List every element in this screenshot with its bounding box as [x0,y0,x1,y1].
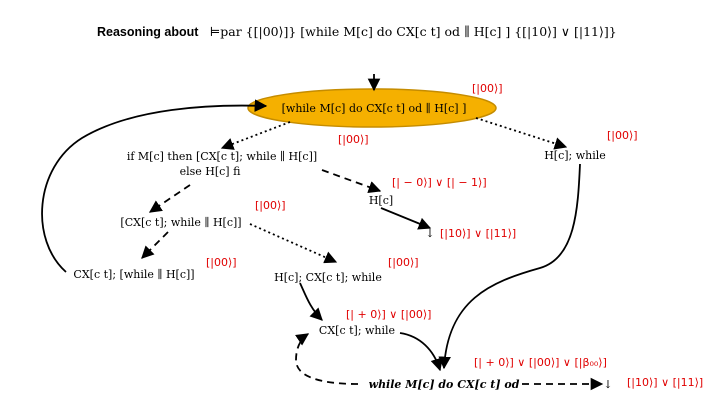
label-root: [|00⟩] [472,82,503,95]
edge-cx-while-to-while-loop [399,332,443,372]
title-formula: ⊨par {[|00⟩]} [while M[c] do CX[c t] od … [210,24,617,39]
node-if-line2: else H[c] fi [180,165,242,178]
edge-if-to-hc [321,169,382,194]
node-if-line1: if M[c] then [CX[c t]; while ∥ H[c]] [127,150,317,163]
label-cx-loop: [|00⟩] [206,256,237,269]
node-cx-loop: CX[c t]; [while ∥ H[c]] [73,268,194,281]
edge-cx-loop-to-root [41,99,268,273]
edge-hc-cx-while-to-cx-while [299,282,323,321]
edge-root-to-hc-while [475,117,568,150]
label-hc-cx-while: [|00⟩] [388,256,419,269]
edge-while-loop-to-cx-while [295,333,359,385]
edge-if-to-cx-par [148,184,191,213]
label-terminal-b: [|10⟩] ∨ [|11⟩] [627,376,703,389]
node-hc-while: H[c]; while [544,149,606,162]
label-hc: [| − 0⟩] ∨ [| − 1⟩] [392,176,487,189]
edge-cx-par-to-hc-cx-while [249,223,338,264]
title-prefix: Reasoning about [97,25,199,39]
edge-hc-while-to-while-loop [438,163,581,370]
label-terminal-a: [|10⟩] ∨ [|11⟩] [440,227,516,240]
node-terminal-b: ↓ [603,378,612,391]
node-terminal-a: ↓ [425,227,434,240]
node-hc-cx-while: H[c]; CX[c t]; while [274,271,382,284]
edge-hc-to-terminal [380,207,432,230]
label-hc-while: [|00⟩] [607,129,638,142]
label-cx-par: [|00⟩] [255,199,286,212]
node-hc: H[c] [369,194,393,207]
node-cx-par: [CX[c t]; while ∥ H[c]] [120,216,241,229]
title: Reasoning about ⊨par {[|00⟩]} [while M[c… [97,21,617,40]
node-root: [while M[c] do CX[c t] od ∥ H[c] ] [282,102,467,115]
label-cx-while: [| + 0⟩] ∨ [|00⟩] [346,308,431,321]
edge-root-to-if [220,121,291,150]
node-cx-while: CX[c t]; while [319,324,395,337]
edge-cx-par-to-cx-loop [141,231,169,259]
node-while-loop: while M[c] do CX[c t] od [369,378,520,391]
label-if-node: [|00⟩] [338,133,369,146]
label-while-loop: [| + 0⟩] ∨ [|00⟩] ∨ [|β₀₀⟩] [474,356,607,369]
